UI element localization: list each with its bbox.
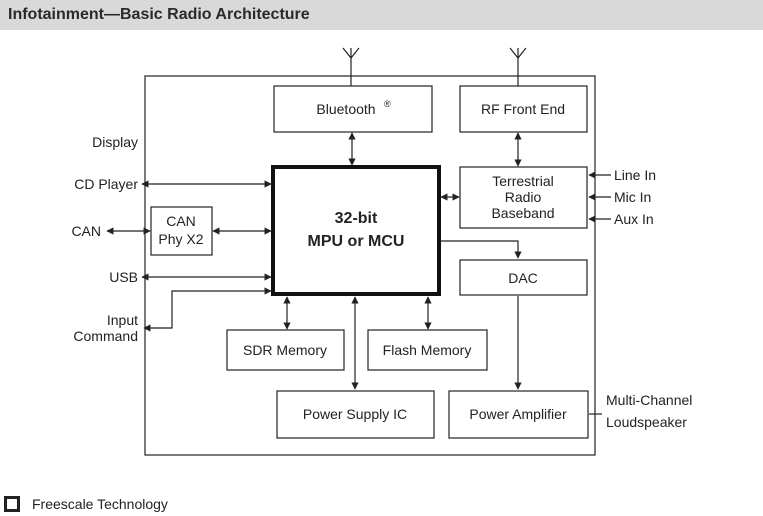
page-title: Infotainment—Basic Radio Architecture — [8, 6, 310, 23]
mpu-dac-connector — [441, 240, 522, 259]
svg-text:Power Supply IC: Power Supply IC — [303, 406, 407, 422]
title-bar: Infotainment—Basic Radio Architecture — [0, 0, 763, 30]
mic-in-label: Mic In — [614, 189, 651, 205]
can-phy-block: CAN Phy X2 — [150, 206, 213, 256]
display-label: Display — [92, 134, 138, 150]
loudspeaker-label-line2: Loudspeaker — [606, 414, 687, 430]
svg-text:SDR Memory: SDR Memory — [243, 342, 327, 358]
svg-text:32-bit: 32-bit — [335, 210, 378, 227]
terrestrial-radio-baseband-block: Terrestrial Radio Baseband — [459, 166, 588, 229]
system-boundary — [144, 75, 596, 456]
can-label: CAN — [71, 223, 101, 239]
mpu-block: 32-bit MPU or MCU — [271, 165, 441, 296]
loudspeaker-label: Multi-Channel — [606, 392, 692, 408]
sdr-memory-block: SDR Memory — [226, 329, 345, 371]
input-command-label-line2: Command — [73, 328, 138, 344]
dac-block: DAC — [459, 259, 588, 296]
line-in-label: Line In — [614, 167, 656, 183]
input-command-label: Input — [107, 312, 138, 328]
svg-text:Phy X2: Phy X2 — [158, 231, 203, 247]
power-amplifier-block: Power Amplifier — [448, 390, 589, 439]
usb-label: USB — [109, 269, 138, 285]
svg-text:Terrestrial: Terrestrial — [492, 173, 553, 189]
cd-player-label: CD Player — [74, 176, 138, 192]
bluetooth-antenna-icon — [342, 47, 360, 86]
legend-swatch-icon — [4, 496, 20, 512]
svg-text:Power Amplifier: Power Amplifier — [469, 406, 567, 422]
svg-text:Radio: Radio — [505, 189, 542, 205]
svg-text:CAN: CAN — [166, 213, 196, 229]
svg-text:Flash Memory: Flash Memory — [383, 342, 472, 358]
svg-text:Bluetooth: Bluetooth — [316, 101, 375, 117]
svg-text:DAC: DAC — [508, 270, 538, 286]
power-supply-block: Power Supply IC — [276, 390, 435, 439]
legend: Freescale Technology — [4, 496, 168, 512]
input-command-mpu-connector — [143, 287, 272, 332]
legend-label: Freescale Technology — [32, 496, 168, 512]
svg-text:RF Front End: RF Front End — [481, 101, 565, 117]
flash-memory-block: Flash Memory — [367, 329, 488, 371]
rf-antenna-icon — [509, 47, 527, 86]
svg-text:®: ® — [384, 99, 391, 109]
rf-front-end-block: RF Front End — [459, 85, 588, 133]
bluetooth-block: Bluetooth ® — [273, 85, 433, 133]
aux-in-label: Aux In — [614, 211, 654, 227]
svg-text:Baseband: Baseband — [491, 205, 554, 221]
svg-text:MPU or MCU: MPU or MCU — [308, 233, 405, 250]
